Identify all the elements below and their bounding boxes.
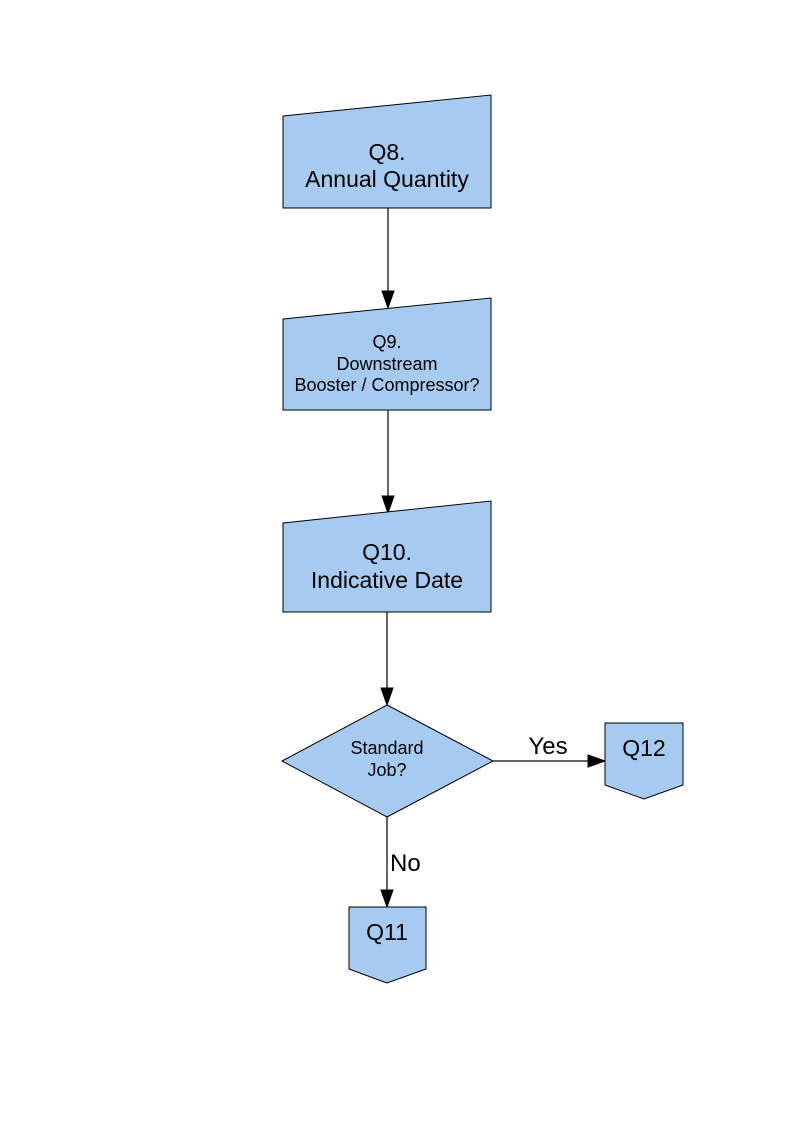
q9-label-line3: Booster / Compressor? [294,375,479,395]
q12-shape [604,722,684,800]
q9-label-line2: Downstream [336,354,437,374]
q10-label-line2: Indicative Date [311,567,463,593]
node-q9: Q9. Downstream Booster / Compressor? [282,297,492,411]
yes-edge-label: Yes [528,733,567,760]
q10-label-line1: Q10. [362,539,412,565]
edge-decision-q11: No [380,817,421,909]
q11-shape [348,906,427,984]
edge-q9-q10 [381,410,395,515]
q8-label-line1: Q8. [368,139,405,165]
decision-label-line1: Standard [350,738,423,758]
q9-label-line1: Q9. [372,332,401,352]
edge-q10-decision-arrowhead-icon [380,687,394,707]
node-q11: Q11 [348,906,427,984]
q10-shape [282,500,492,613]
q9-shape [282,297,492,411]
q11-label: Q11 [366,919,408,945]
node-q10: Q10. Indicative Date [282,500,492,613]
edge-q8-q9 [381,208,395,310]
edge-q10-decision [380,612,394,707]
q8-shape [282,94,492,209]
edge-decision-q12: Yes [493,733,607,768]
decision-label-line2: Job? [367,760,406,780]
edge-decision-q11-arrowhead-icon [380,889,394,909]
node-q8: Q8. Annual Quantity [282,94,492,209]
q8-label-line2: Annual Quantity [305,166,469,192]
edge-decision-q12-arrowhead-icon [587,754,607,768]
node-q12: Q12 [604,722,684,800]
q12-label: Q12 [622,735,665,761]
node-decision: Standard Job? [280,704,495,818]
no-edge-label: No [390,850,421,877]
edge-q9-q10-arrowhead-icon [381,495,395,515]
edge-q8-q9-arrowhead-icon [381,290,395,310]
